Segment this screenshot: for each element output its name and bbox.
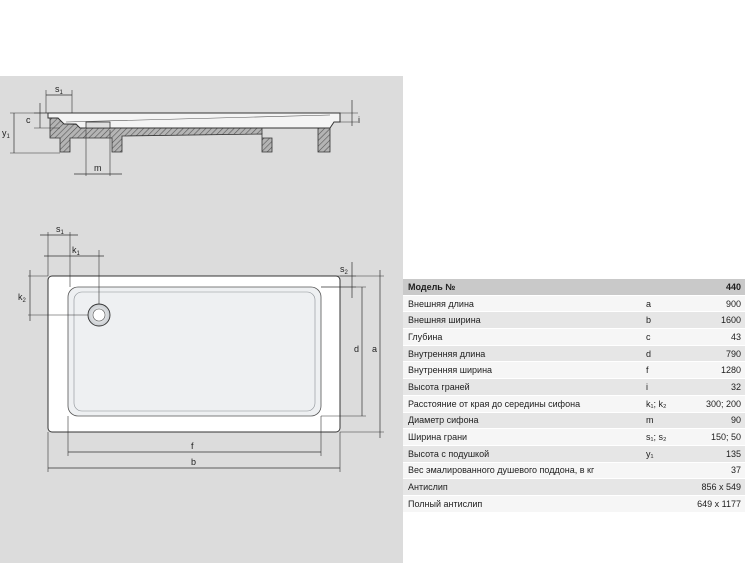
plan-label-s2: s2 [340,264,349,276]
technical-drawing: s1 c y1 m i [2,84,384,472]
spec-label: Высота граней [403,378,641,396]
spec-symbol [641,495,692,513]
spec-symbol: i [641,378,692,396]
plan-label-a: a [372,344,377,354]
plan-label-b: b [191,457,196,467]
plan-label-f: f [191,441,194,451]
technical-drawing-panel: s1 c y1 m i [0,76,403,563]
spec-header-label: Модель № [403,279,641,296]
spec-symbol [641,478,692,496]
spec-label: Расстояние от края до середины сифона [403,395,641,412]
spec-label: Диаметр сифона [403,412,641,429]
spec-symbol: k₁; k₂ [641,395,692,412]
spec-symbol [641,462,692,479]
spec-value: 90 [692,412,745,429]
spec-value: 856 x 549 [692,478,745,496]
spec-header-row: Модель № 440 [403,279,745,296]
spec-label: Внутренняя ширина [403,361,641,379]
spec-header-symbol [641,279,692,296]
plan-label-k1: k1 [72,245,81,257]
plan-tray-inner [67,286,322,417]
plan-label-k2: k2 [18,292,27,304]
spec-row: Вес эмалированного душевого поддона, в к… [403,462,745,479]
section-cushion-right [317,125,331,153]
spec-label: Внутренняя длина [403,345,641,362]
section-label-s1: s1 [55,84,64,96]
spec-value: 150; 50 [692,428,745,446]
plan-view: s1 k1 k2 s2 d a [18,224,384,472]
spec-value: 1280 [692,361,745,379]
spec-symbol: s₁; s₂ [641,428,692,446]
spec-label: Полный антислип [403,495,641,513]
section-label-y1: y1 [2,128,11,140]
spec-value: 790 [692,345,745,362]
spec-symbol: c [641,328,692,346]
section-label-m: m [94,163,102,173]
spec-label: Внешняя ширина [403,311,641,329]
spec-symbol: m [641,412,692,429]
spec-label: Глубина [403,328,641,346]
spec-label: Ширина грани [403,428,641,446]
spec-value: 1600 [692,311,745,329]
spec-symbol: a [641,295,692,312]
spec-label: Высота с подушкой [403,445,641,463]
section-drain [85,121,111,129]
spec-label: Вес эмалированного душевого поддона, в к… [403,462,641,479]
spec-header-value: 440 [692,279,745,296]
plan-label-d: d [354,344,359,354]
spec-symbol: d [641,345,692,362]
spec-symbol: y₁ [641,445,692,463]
spec-value: 43 [692,328,745,346]
spec-label: Внешняя длина [403,295,641,312]
spec-label: Антислип [403,478,641,496]
spec-value: 37 [692,462,745,479]
spec-symbol: b [641,311,692,329]
spec-value: 32 [692,378,745,396]
section-view: s1 c y1 m i [2,84,360,176]
spec-value: 300; 200 [692,395,745,412]
section-label-c: c [26,115,31,125]
spec-row: Полный антислип 649 x 1177 [403,495,745,513]
spec-value: 900 [692,295,745,312]
spec-value: 135 [692,445,745,463]
spec-row: Антислип 856 x 549 [403,478,745,496]
spec-symbol: f [641,361,692,379]
plan-label-s1: s1 [56,224,65,236]
section-label-i: i [358,115,360,125]
spec-value: 649 x 1177 [692,495,745,513]
